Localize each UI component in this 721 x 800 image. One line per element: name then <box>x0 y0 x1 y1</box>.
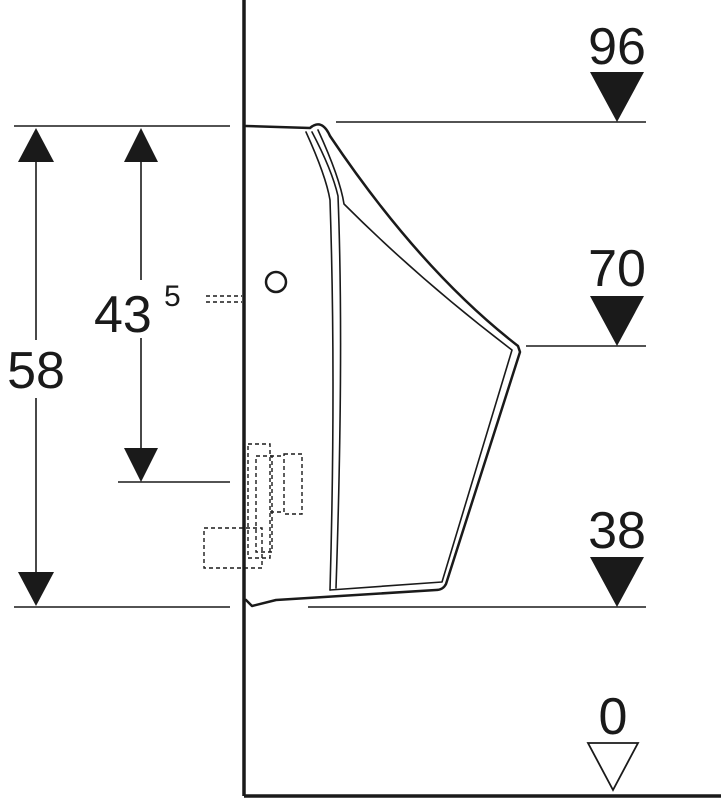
level-marker-96: 96 <box>588 18 646 122</box>
siphon-body-dashed <box>247 443 271 559</box>
level-96-triangle-icon <box>590 72 644 122</box>
level-70-triangle-icon <box>590 296 644 346</box>
level-70-label: 70 <box>588 240 646 298</box>
dim-435-superscript: 5 <box>164 280 181 313</box>
dim-58-label: 58 <box>7 342 65 400</box>
siphon-inner-dashed <box>255 455 273 553</box>
level-0-label: 0 <box>599 688 628 746</box>
level-38-triangle-icon <box>590 557 644 607</box>
level-marker-0: 0 <box>586 688 640 792</box>
level-96-label: 96 <box>588 18 646 76</box>
dim-435-label: 43 <box>94 286 152 344</box>
water-inlet-hole <box>264 270 288 294</box>
urinal-outer-outline <box>244 123 522 608</box>
urinal-inner-rim-second <box>317 129 513 591</box>
urinal-inner-rim <box>311 131 342 589</box>
level-marker-70: 70 <box>588 240 646 346</box>
extension-lines <box>14 121 646 608</box>
urinal-body <box>244 123 522 608</box>
dimension-outlet-height: 43 5 <box>92 128 190 482</box>
level-38-label: 38 <box>588 502 646 560</box>
level-0-open-triangle-icon <box>586 742 640 792</box>
dimension-overall-height: 58 <box>0 128 74 606</box>
urinal-rim-edge <box>305 131 334 591</box>
dim-58-arrow-down-icon <box>18 572 54 606</box>
dim-435-arrow-down-icon <box>124 448 158 482</box>
dim-435-arrow-up-icon <box>124 128 158 162</box>
outlet-bend-dashed <box>203 527 263 569</box>
hidden-drain-connection <box>203 295 303 569</box>
wall-and-floor <box>242 0 721 798</box>
dim-58-arrow-up-icon <box>18 128 54 162</box>
drain-sleeve-dashed <box>283 453 303 515</box>
level-marker-38: 38 <box>588 502 646 607</box>
